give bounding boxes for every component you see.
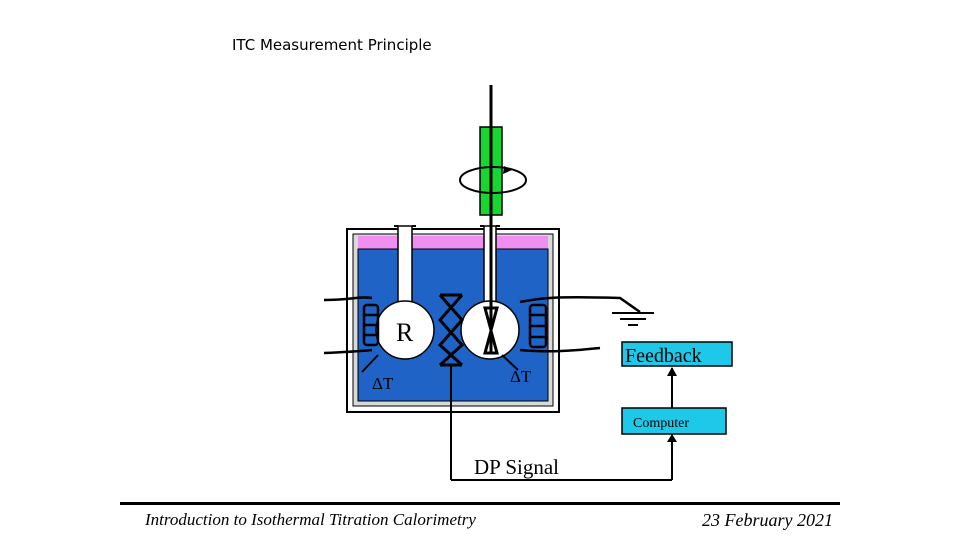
presentation-date: 23 February 2021 bbox=[702, 510, 833, 530]
insulation-top bbox=[358, 236, 548, 249]
stirrer-paddle-bottom bbox=[483, 325, 499, 355]
footer-divider bbox=[120, 502, 840, 505]
dp-signal-label: DP Signal bbox=[474, 455, 559, 479]
reference-heater bbox=[323, 296, 380, 355]
delta-t-right-arrow bbox=[501, 354, 519, 371]
computer-label: Computer bbox=[633, 416, 689, 431]
reference-cell-stem bbox=[397, 225, 413, 307]
feedback-label: Feedback bbox=[625, 345, 702, 367]
slide-title: ITC Measurement Principle bbox=[232, 36, 432, 54]
rotation-arrow bbox=[459, 166, 527, 194]
presentation-title: Introduction to Isothermal Titration Cal… bbox=[145, 510, 476, 529]
computer-input-arrow bbox=[667, 434, 677, 442]
delta-t-left-label: ΔT bbox=[372, 374, 394, 393]
computer-box bbox=[621, 407, 727, 435]
feedback-input-arrow bbox=[667, 367, 677, 376]
thermopile bbox=[437, 293, 465, 367]
reference-cell bbox=[375, 300, 435, 360]
sample-heater bbox=[519, 295, 641, 353]
delta-t-right-label: ΔT bbox=[510, 367, 532, 386]
ground-icon bbox=[612, 312, 654, 326]
delta-t-left-arrow bbox=[361, 354, 379, 373]
feedback-box bbox=[621, 341, 733, 367]
reference-cell-label: R bbox=[396, 318, 414, 347]
stirrer-paddle-top bbox=[483, 306, 499, 336]
